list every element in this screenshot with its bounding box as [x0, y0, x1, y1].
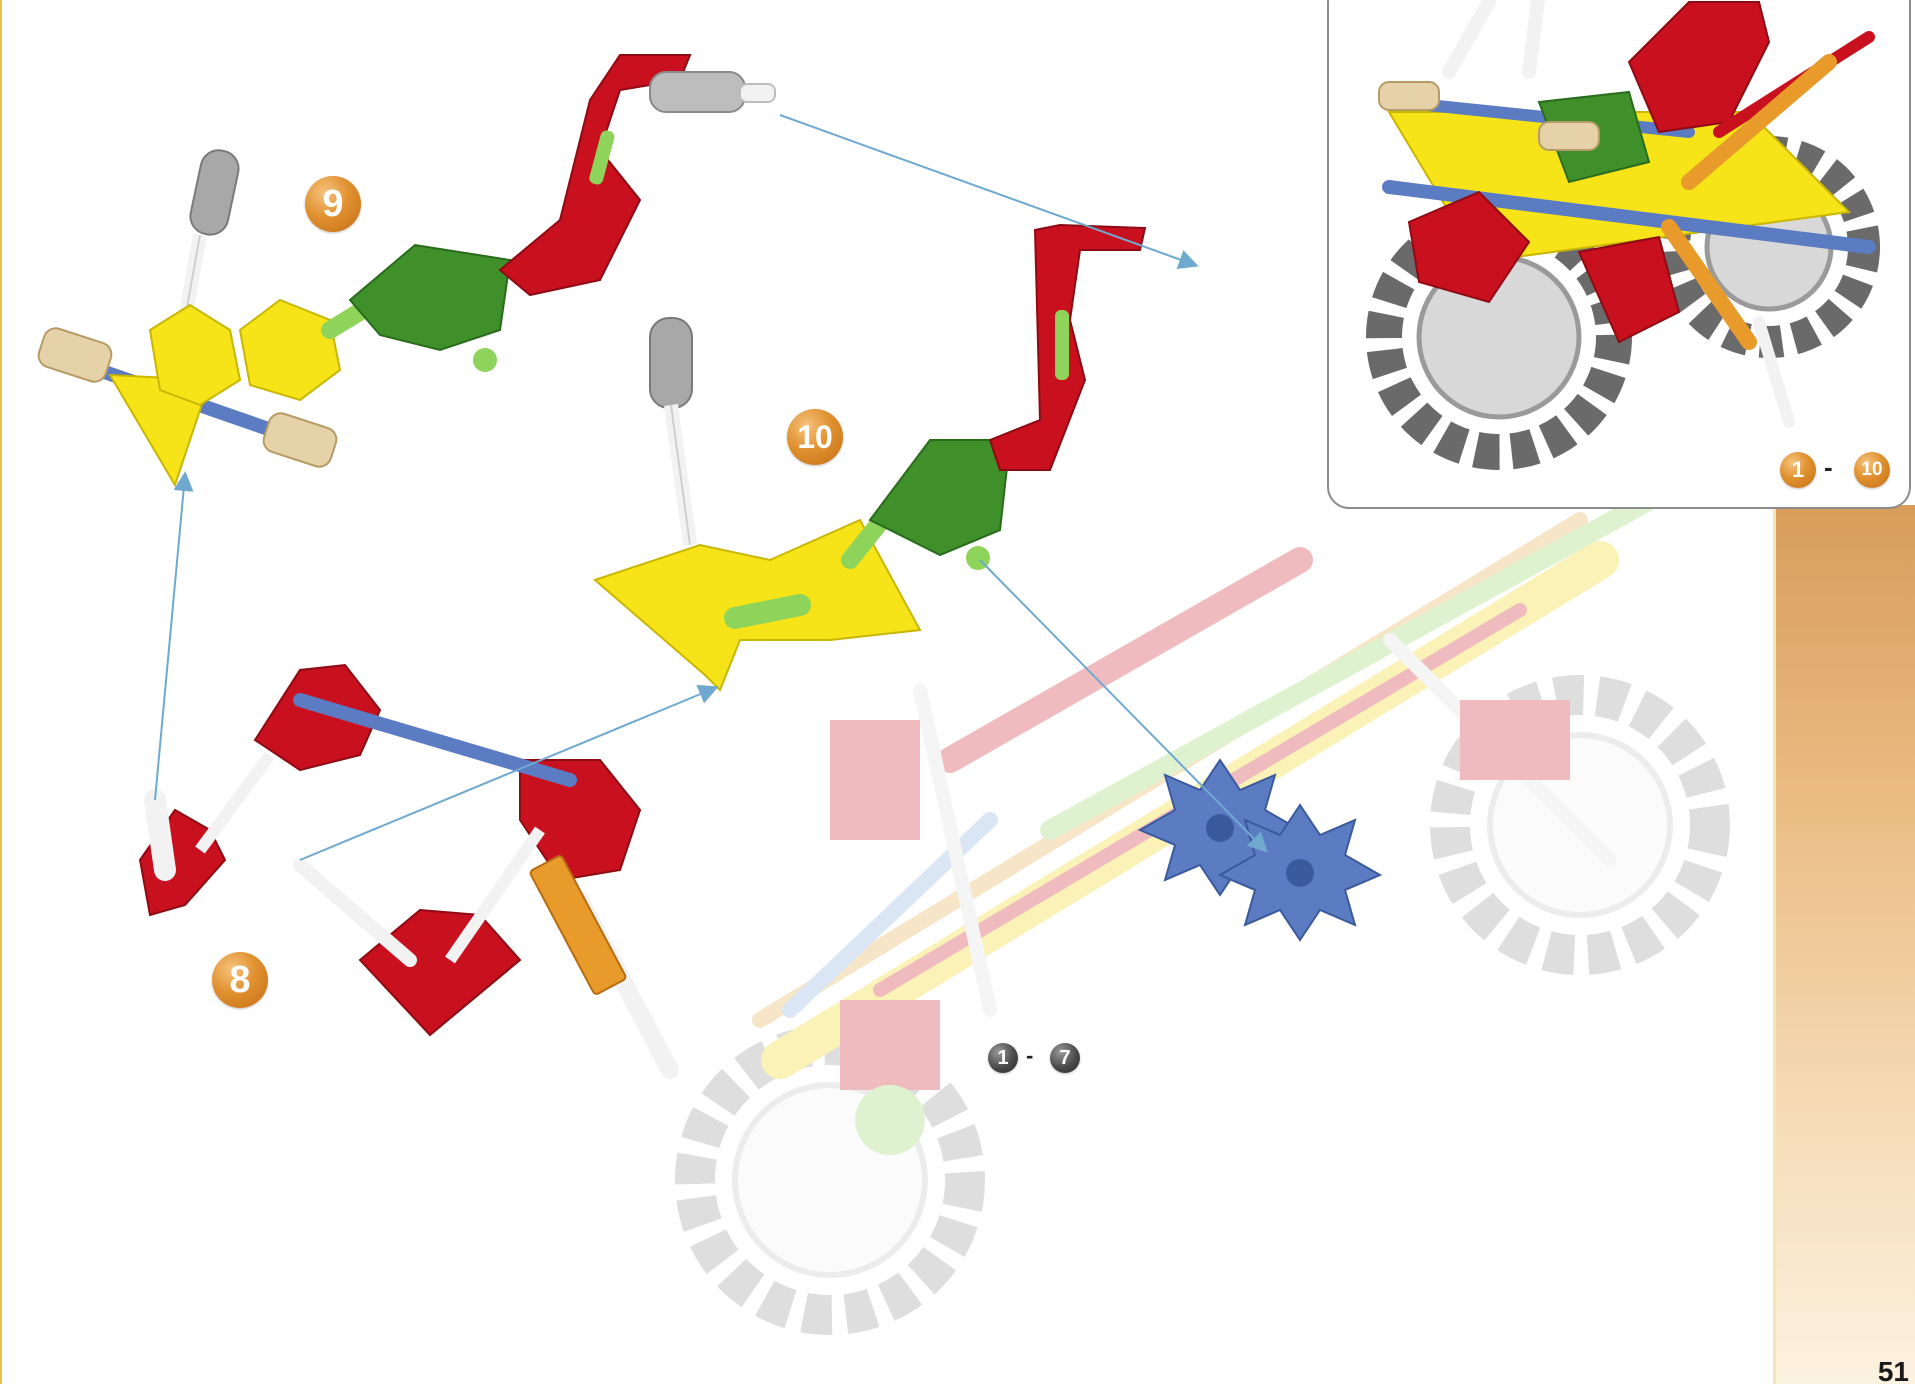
range-separator-1-7: -	[1026, 1043, 1033, 1069]
inset-range-badge-to-10: 10	[1854, 452, 1890, 488]
blue-connector-cluster	[1140, 760, 1380, 940]
step-badge-8: 8	[212, 952, 268, 1008]
step-badge-10: 10	[787, 409, 843, 465]
step-10-assembly	[595, 225, 1145, 690]
completed-model-illustration	[1329, 0, 1909, 507]
step-8-assembly	[140, 665, 670, 1070]
range-badge-from-1: 1	[988, 1043, 1018, 1073]
step-badge-9: 9	[305, 176, 361, 232]
range-badge-to-7: 7	[1050, 1043, 1080, 1073]
page-number: 51	[1878, 1356, 1909, 1388]
step-9-assembly	[36, 55, 775, 485]
completed-model-inset	[1327, 0, 1911, 509]
inset-range-badge-from-1: 1	[1780, 452, 1816, 488]
inset-range-separator: -	[1824, 452, 1833, 483]
